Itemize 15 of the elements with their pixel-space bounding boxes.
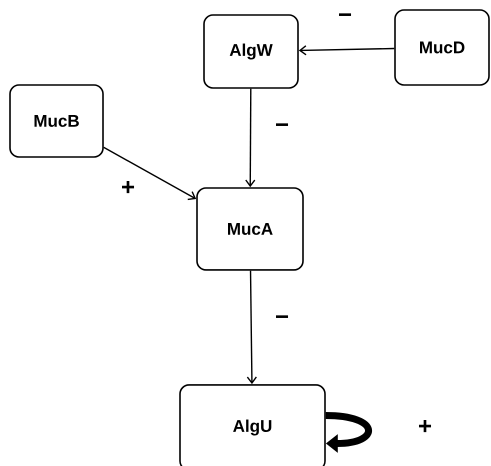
node-box: MucD [394, 9, 490, 86]
arrow [103, 146, 196, 200]
edge-label: − [276, 315, 288, 318]
arrow [246, 270, 257, 384]
arrow [245, 88, 256, 188]
edge-label: − [339, 13, 352, 16]
node-box: AlgW [203, 14, 299, 89]
arrow [298, 45, 394, 56]
arrow [326, 412, 372, 453]
node-box: AlgU [179, 384, 326, 466]
edge-label: − [276, 123, 288, 126]
edge-label: + [419, 420, 432, 432]
edge-label: + [122, 180, 134, 194]
node-box: MucB [9, 84, 104, 158]
node-box: MucA [196, 187, 304, 271]
